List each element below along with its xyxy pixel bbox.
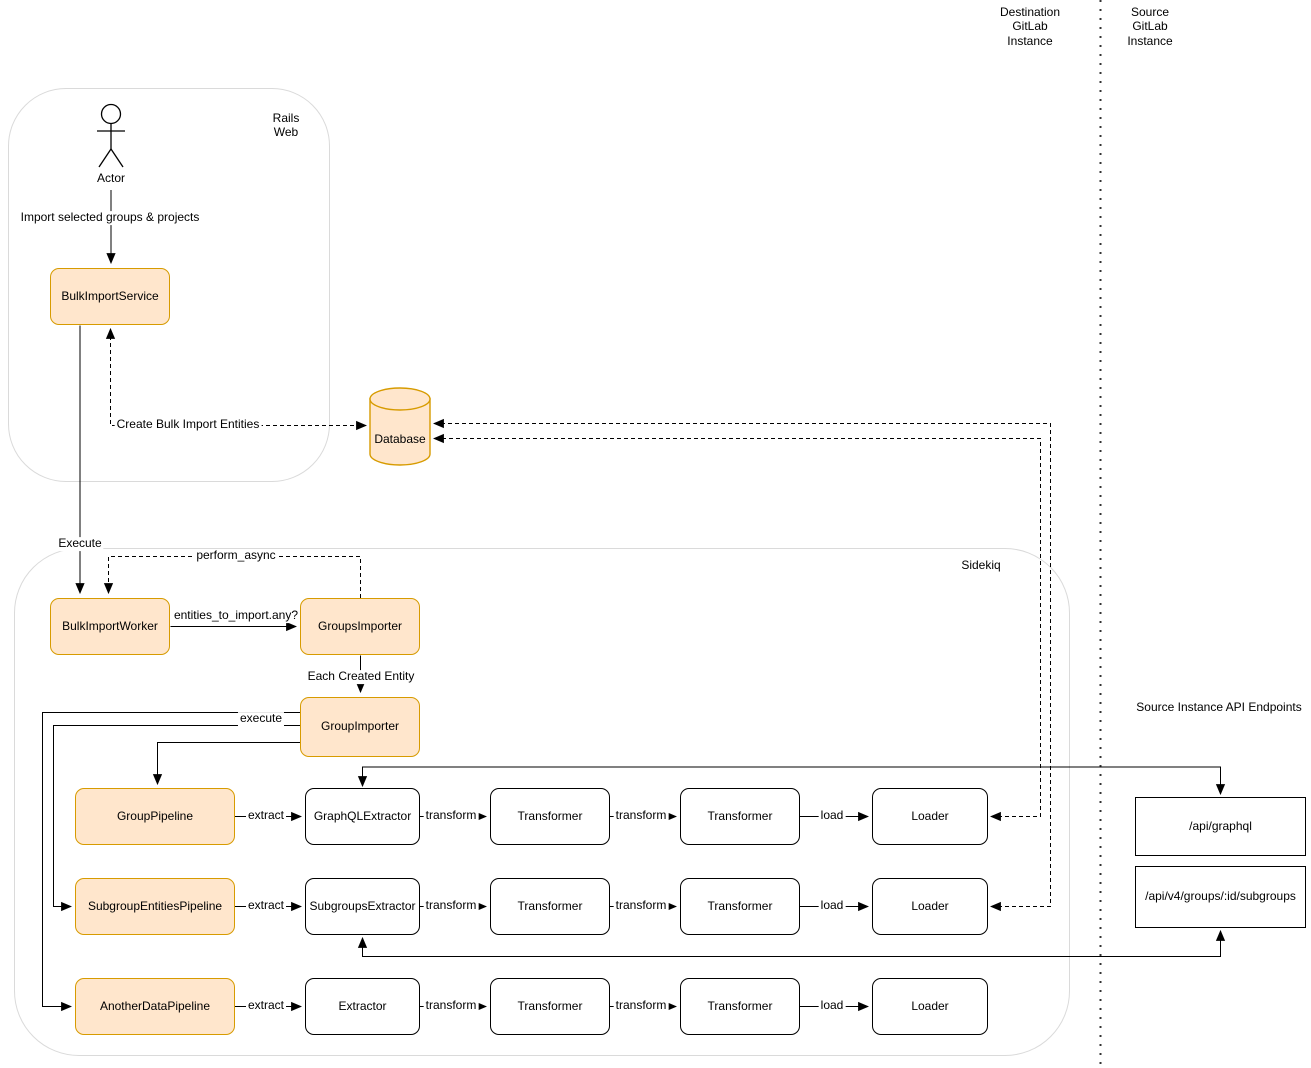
edge-label-transform-row2a: transform [423,898,479,913]
node-api-graphql: /api/graphql [1135,797,1306,856]
node-extractor: Extractor [305,978,420,1035]
node-subgroupsextractor: SubgroupsExtractor [305,878,420,935]
node-transformer-3a: Transformer [490,978,610,1035]
edge-label-load-row1: load [818,808,846,823]
edge-label-extract-row2: extract [245,898,287,913]
node-transformer-1a: Transformer [490,788,610,845]
node-groupsimporter: GroupsImporter [300,598,420,655]
node-loader-1: Loader [872,788,988,845]
edge-label-import-selected: Import selected groups & projects [18,210,202,225]
source-instance-heading: Source GitLab Instance [1127,5,1173,48]
edge-label-load-row2: load [818,898,846,913]
edge-label-extract-row3: extract [245,998,287,1013]
node-groupimporter: GroupImporter [300,697,420,757]
edge-label-transform-row1a: transform [423,808,479,823]
edge-label-entities-check: entities_to_import.any? [171,608,301,623]
rails-web-label: Rails Web [272,111,300,139]
actor-label: Actor [96,171,126,186]
database-label: Database [374,432,426,447]
edge-label-extract-row1: extract [245,808,287,823]
edge-label-transform-row3a: transform [423,998,479,1013]
edge-label-transform-row3b: transform [613,998,669,1013]
node-transformer-3b: Transformer [680,978,800,1035]
node-transformer-2a: Transformer [490,878,610,935]
node-subgroupentitiespipeline: SubgroupEntitiesPipeline [75,878,235,935]
node-loader-2: Loader [872,878,988,935]
sidekiq-label: Sidekiq [961,558,1001,572]
node-loader-3: Loader [872,978,988,1035]
node-transformer-2b: Transformer [680,878,800,935]
edge-label-load-row3: load [818,998,846,1013]
edge-label-transform-row2b: transform [613,898,669,913]
container-rails-web [8,88,330,482]
node-bulkimportservice: BulkImportService [50,268,170,325]
edge-label-create-entities: Create Bulk Import Entities [114,417,262,432]
api-endpoints-heading: Source Instance API Endpoints [1136,700,1302,714]
edge-label-execute-pipeline: execute [237,711,285,726]
node-transformer-1b: Transformer [680,788,800,845]
destination-instance-heading: Destination GitLab Instance [999,5,1061,48]
database-cylinder-icon [369,387,431,466]
edge-label-each-created-entity: Each Created Entity [305,669,417,684]
edge-label-perform-async: perform_async [194,548,278,563]
node-graphqlextractor: GraphQLExtractor [305,788,420,845]
edge-label-transform-row1b: transform [613,808,669,823]
node-grouppipeline: GroupPipeline [75,788,235,845]
node-bulkimportworker: BulkImportWorker [50,598,170,655]
edge-label-execute: Execute [56,536,104,551]
node-api-subgroups: /api/v4/groups/:id/subgroups [1135,866,1306,928]
node-anotherdatapipeline: AnotherDataPipeline [75,978,235,1035]
